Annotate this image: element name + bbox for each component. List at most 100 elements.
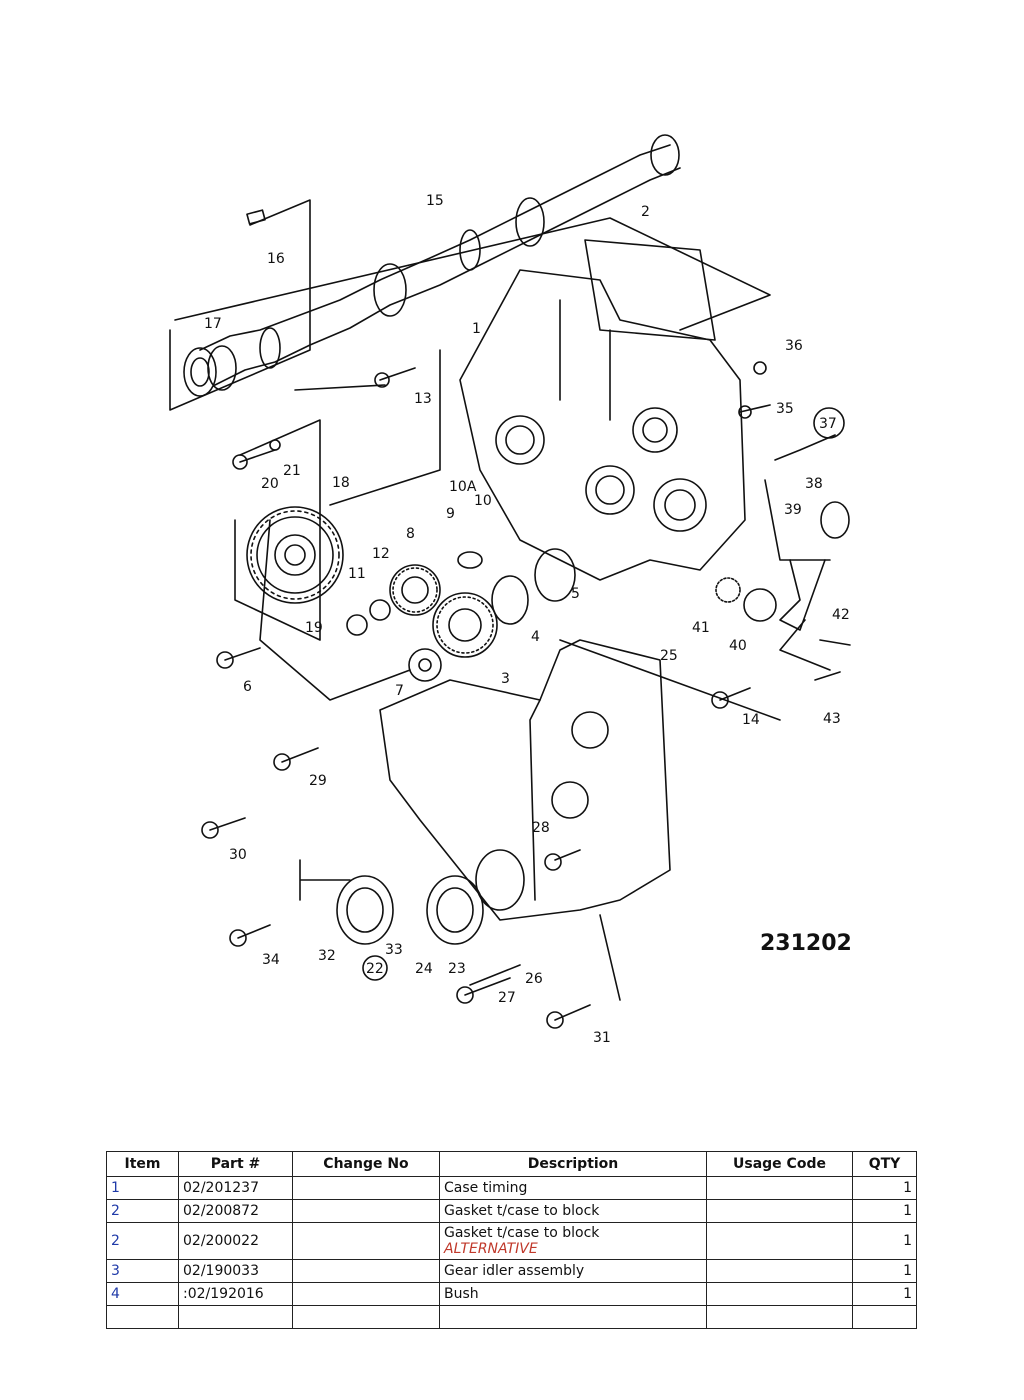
qty: 1 — [852, 1259, 917, 1283]
item-link[interactable]: 2 — [106, 1222, 179, 1260]
callout-5: 5 — [571, 586, 580, 602]
part-number: 02/200022 — [178, 1222, 293, 1260]
change-no — [292, 1282, 440, 1306]
callout-42: 42 — [832, 607, 850, 623]
callout-35: 35 — [776, 401, 794, 417]
table-row: 2 02/200022 Gasket t/case to block ALTER… — [106, 1222, 917, 1260]
usage-code — [706, 1259, 853, 1283]
usage-code — [706, 1199, 853, 1223]
callout-4: 4 — [531, 629, 540, 645]
callout-41: 41 — [692, 620, 710, 636]
callout-32: 32 — [318, 948, 336, 964]
callout-12: 12 — [372, 546, 390, 562]
item-link[interactable]: 1 — [106, 1176, 179, 1200]
alternative-note: ALTERNATIVE — [444, 1241, 538, 1257]
callout-14: 14 — [742, 712, 760, 728]
col-header-description: Description — [439, 1151, 707, 1177]
callout-8: 8 — [406, 526, 415, 542]
col-header-item: Item — [106, 1151, 179, 1177]
callout-10A: 10A — [449, 479, 477, 495]
description-text: Gasket t/case to block — [444, 1225, 600, 1241]
parts-table: Item Part # Change No Description Usage … — [106, 1151, 917, 1329]
item-link[interactable]: 4 — [106, 1282, 179, 1306]
callout-18: 18 — [332, 475, 350, 491]
item-link[interactable]: 3 — [106, 1259, 179, 1283]
change-no — [292, 1199, 440, 1223]
exploded-parts-diagram: 15 2 16 17 1 36 13 35 37 21 20 18 10A 10… — [169, 134, 852, 1046]
callout-27: 27 — [498, 990, 516, 1006]
table-header-row: Item Part # Change No Description Usage … — [106, 1151, 917, 1177]
usage-code — [706, 1282, 853, 1306]
timing-case-drawing — [459, 269, 746, 581]
description: Gasket t/case to block ALTERNATIVE — [439, 1222, 707, 1260]
callout-40: 40 — [729, 638, 747, 654]
col-header-change: Change No — [292, 1151, 440, 1177]
callout-9: 9 — [446, 506, 455, 522]
col-header-usage: Usage Code — [706, 1151, 853, 1177]
description: Gasket t/case to block — [439, 1199, 707, 1223]
callout-16: 16 — [267, 251, 285, 267]
callout-6: 6 — [243, 679, 252, 695]
qty: 1 — [852, 1176, 917, 1200]
callout-19: 19 — [305, 620, 323, 636]
callout-15: 15 — [426, 193, 444, 209]
col-header-part: Part # — [178, 1151, 293, 1177]
change-no — [292, 1259, 440, 1283]
part-number: 02/190033 — [178, 1259, 293, 1283]
callout-10: 10 — [474, 493, 492, 509]
qty: 1 — [852, 1199, 917, 1223]
qty: 1 — [852, 1222, 917, 1260]
callout-28: 28 — [532, 820, 550, 836]
description: Case timing — [439, 1176, 707, 1200]
callout-26: 26 — [525, 971, 543, 987]
description: Gear idler assembly — [439, 1259, 707, 1283]
description-text: Bush — [444, 1286, 479, 1302]
table-row: 1 02/201237 Case timing 1 — [106, 1176, 917, 1200]
table-row: 2 02/200872 Gasket t/case to block 1 — [106, 1199, 917, 1223]
qty: 1 — [852, 1282, 917, 1306]
callout-22: 22 — [366, 961, 384, 977]
callout-23: 23 — [448, 961, 466, 977]
table-row: 3 02/190033 Gear idler assembly 1 — [106, 1259, 917, 1283]
description-text: Case timing — [444, 1180, 528, 1196]
callout-24: 24 — [415, 961, 433, 977]
change-no — [292, 1176, 440, 1200]
callout-13: 13 — [414, 391, 432, 407]
callout-39: 39 — [784, 502, 802, 518]
gasket-outline — [584, 239, 716, 341]
callout-11: 11 — [348, 566, 366, 582]
callout-2: 2 — [641, 204, 650, 220]
item-link[interactable]: 2 — [106, 1199, 179, 1223]
description-text: Gear idler assembly — [444, 1263, 585, 1279]
figure-number: 231202 — [760, 931, 852, 956]
part-number: 02/201237 — [178, 1176, 293, 1200]
callout-43: 43 — [823, 711, 841, 727]
callout-37: 37 — [819, 416, 837, 432]
change-no — [292, 1222, 440, 1260]
usage-code — [706, 1222, 853, 1260]
callout-38: 38 — [805, 476, 823, 492]
callout-7: 7 — [395, 683, 404, 699]
part-number: 02/200872 — [178, 1199, 293, 1223]
description: Bush — [439, 1282, 707, 1306]
part-number: :02/192016 — [178, 1282, 293, 1306]
table-row: 4 :02/192016 Bush 1 — [106, 1282, 917, 1306]
callout-31: 31 — [593, 1030, 611, 1046]
usage-code — [706, 1176, 853, 1200]
callout-36: 36 — [785, 338, 803, 354]
callout-34: 34 — [262, 952, 280, 968]
callout-29: 29 — [309, 773, 327, 789]
description-text: Gasket t/case to block — [444, 1203, 600, 1219]
callout-1: 1 — [472, 321, 481, 337]
table-row-cutoff — [106, 1305, 917, 1329]
camshaft-drawing — [183, 134, 681, 397]
cam-gear-drawing — [246, 506, 344, 604]
callout-21: 21 — [283, 463, 301, 479]
callout-20: 20 — [261, 476, 279, 492]
callout-3: 3 — [501, 671, 510, 687]
front-cover-drawing — [379, 639, 671, 921]
col-header-qty: QTY — [852, 1151, 917, 1177]
callout-17: 17 — [204, 316, 222, 332]
callout-33: 33 — [385, 942, 403, 958]
callout-25: 25 — [660, 648, 678, 664]
